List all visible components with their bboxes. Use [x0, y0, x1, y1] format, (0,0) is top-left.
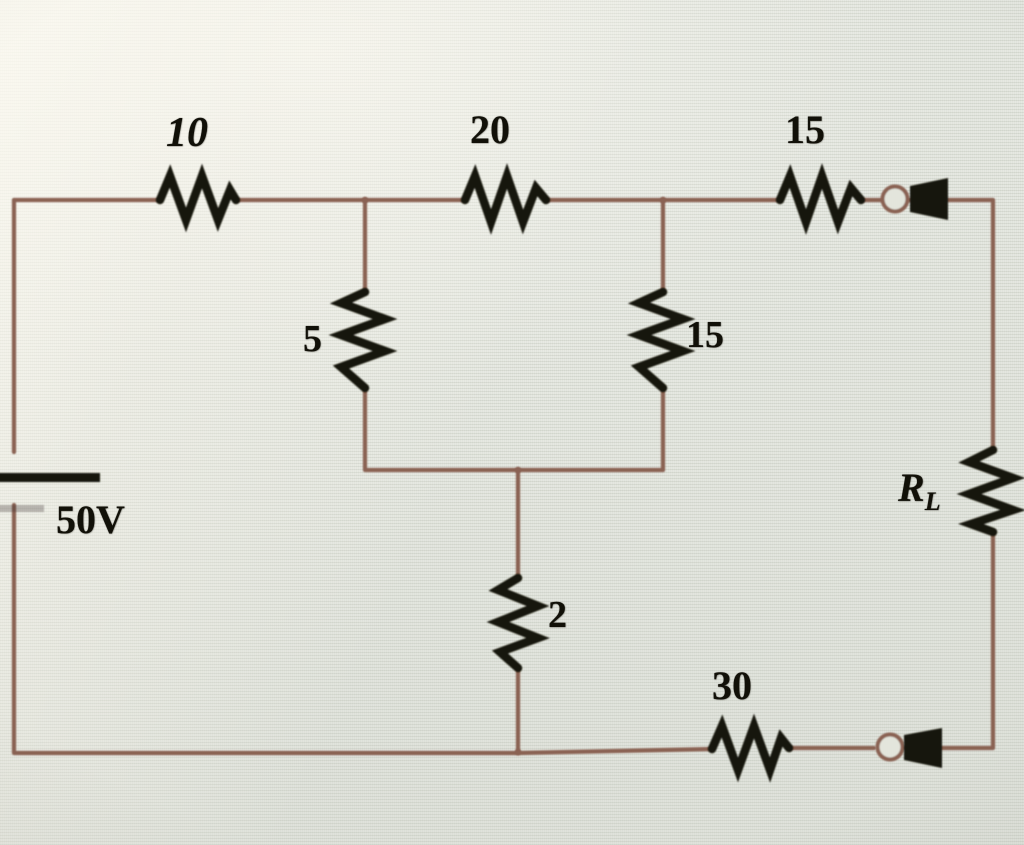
- wire-bottom-to-r30: [515, 746, 715, 756]
- wire-top-right-to-load: [905, 197, 996, 453]
- resistor-5-label: 5: [303, 318, 322, 360]
- resistor-15-mid-label: 15: [686, 314, 724, 356]
- battery-long-plate: [0, 473, 100, 482]
- battery-short-plate: [0, 505, 44, 512]
- wire-network: [11, 197, 996, 756]
- terminal-bottom[interactable]: [875, 728, 943, 768]
- resistor-15-top-zigzag: [775, 163, 866, 235]
- terminal-bottom-node-circle: [875, 732, 905, 762]
- resistor-20-label: 20: [470, 107, 510, 152]
- voltage-source-symbol: [0, 473, 100, 512]
- junction-inner-bottom-stem: [514, 466, 522, 474]
- resistor-30-label: 30: [712, 663, 752, 708]
- terminal-top-node-circle: [880, 184, 910, 214]
- resistor-rl-zigzag: [956, 445, 1024, 537]
- resistor-20-zigzag: [460, 163, 551, 235]
- resistor-15-mid-zigzag: [626, 287, 696, 393]
- voltage-source-label: 50V: [56, 497, 125, 542]
- resistor-rl-label-main: R: [898, 465, 925, 510]
- resistor-10-zigzag: [155, 163, 241, 233]
- wire-right-lower-to-bottom-terminal: [902, 529, 996, 751]
- resistor-rl-label-sub: L: [924, 487, 941, 516]
- junction-nodes: [361, 196, 667, 756]
- resistor-5-zigzag: [328, 287, 398, 393]
- terminal-top[interactable]: [880, 178, 949, 220]
- junction-bottom-stem: [514, 748, 522, 756]
- resistor-rl-label: RL: [898, 468, 941, 515]
- resistor-symbols: [155, 163, 1024, 783]
- resistor-2-label: 2: [548, 594, 567, 636]
- terminal-top-arrow-marker: [910, 178, 948, 220]
- wire-branch-5-lower-and-inner-bottom: [362, 385, 666, 473]
- resistor-30-zigzag: [707, 713, 794, 783]
- resistor-2-zigzag: [486, 573, 550, 673]
- resistor-10-label: 10: [166, 110, 208, 156]
- resistor-15-top-label: 15: [785, 107, 825, 152]
- wire-left-lower-and-bottom: [11, 502, 521, 756]
- terminal-bottom-arrow-marker: [904, 728, 942, 768]
- junction-top-right-branch: [659, 196, 667, 204]
- junction-top-left-branch: [361, 196, 369, 204]
